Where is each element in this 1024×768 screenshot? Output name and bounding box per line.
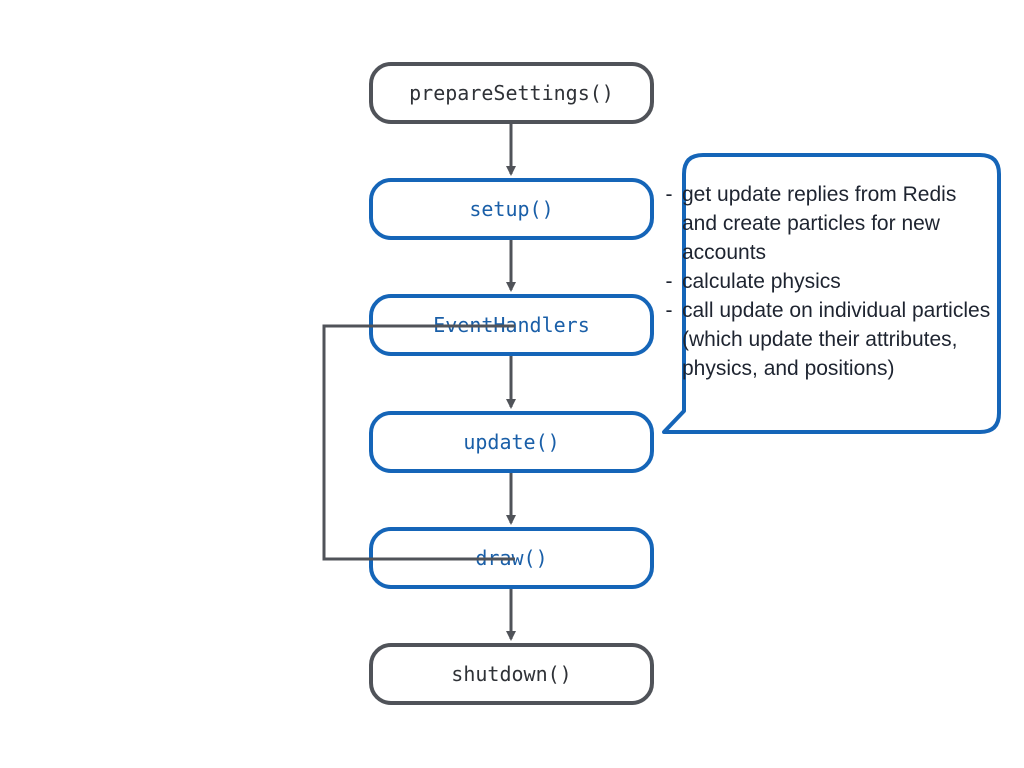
bullet-marker: -: [665, 299, 673, 322]
callout-bullet: - get update replies from Redis and crea…: [656, 180, 996, 267]
bullet-text: calculate physics: [682, 270, 841, 293]
node-label: setup(): [469, 197, 554, 221]
node-label: prepareSettings(): [409, 81, 614, 105]
callout-bullet-list: - get update replies from Redis and crea…: [656, 180, 996, 383]
node-label: EventHandlers: [433, 313, 590, 337]
bullet-marker: -: [665, 270, 673, 293]
callout-bullet: - calculate physics: [656, 267, 996, 296]
node-label: update(): [463, 430, 560, 454]
callout-bullet: - call update on individual particles (w…: [656, 296, 996, 383]
bullet-text: get update replies from Redis and create…: [682, 183, 957, 264]
node-update: update(): [369, 411, 654, 473]
bullet-marker: -: [665, 183, 673, 206]
node-event-handlers: EventHandlers: [369, 294, 654, 356]
node-shutdown: shutdown(): [369, 643, 654, 705]
node-label: draw(): [475, 546, 548, 570]
node-prepare-settings: prepareSettings(): [369, 62, 654, 124]
node-draw: draw(): [369, 527, 654, 589]
callout-bubble: [662, 153, 1001, 434]
node-label: shutdown(): [451, 662, 572, 686]
bullet-text: call update on individual particles (whi…: [682, 299, 991, 380]
node-setup: setup(): [369, 178, 654, 240]
